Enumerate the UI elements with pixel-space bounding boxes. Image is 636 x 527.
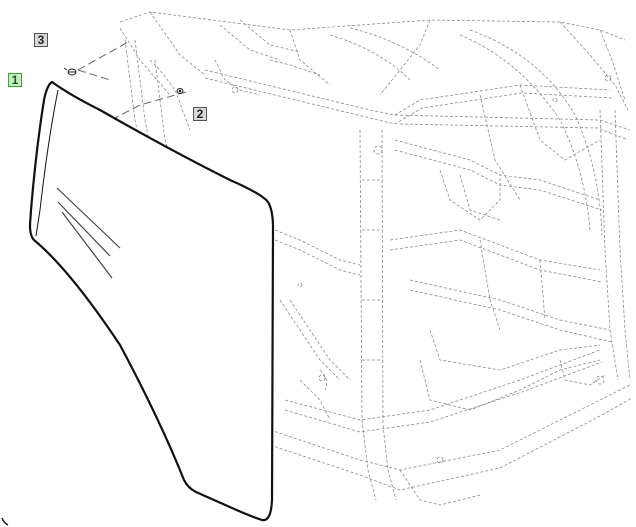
- glass-reflection-lines: [56, 187, 121, 279]
- leader-line-2: [114, 91, 187, 119]
- callout-1[interactable]: 1: [8, 73, 22, 87]
- cab-frame: [119, 11, 633, 506]
- washer-part: [176, 88, 184, 94]
- callout-2[interactable]: 2: [193, 107, 207, 121]
- leader-line-3: [77, 41, 129, 71]
- leader-lines: [77, 41, 187, 119]
- side-window-glass[interactable]: [28, 80, 275, 522]
- screw-part: [63, 67, 77, 76]
- callout-3[interactable]: 3: [34, 33, 48, 47]
- edge-mark: [1, 517, 9, 526]
- leader-line-mount: [77, 69, 111, 81]
